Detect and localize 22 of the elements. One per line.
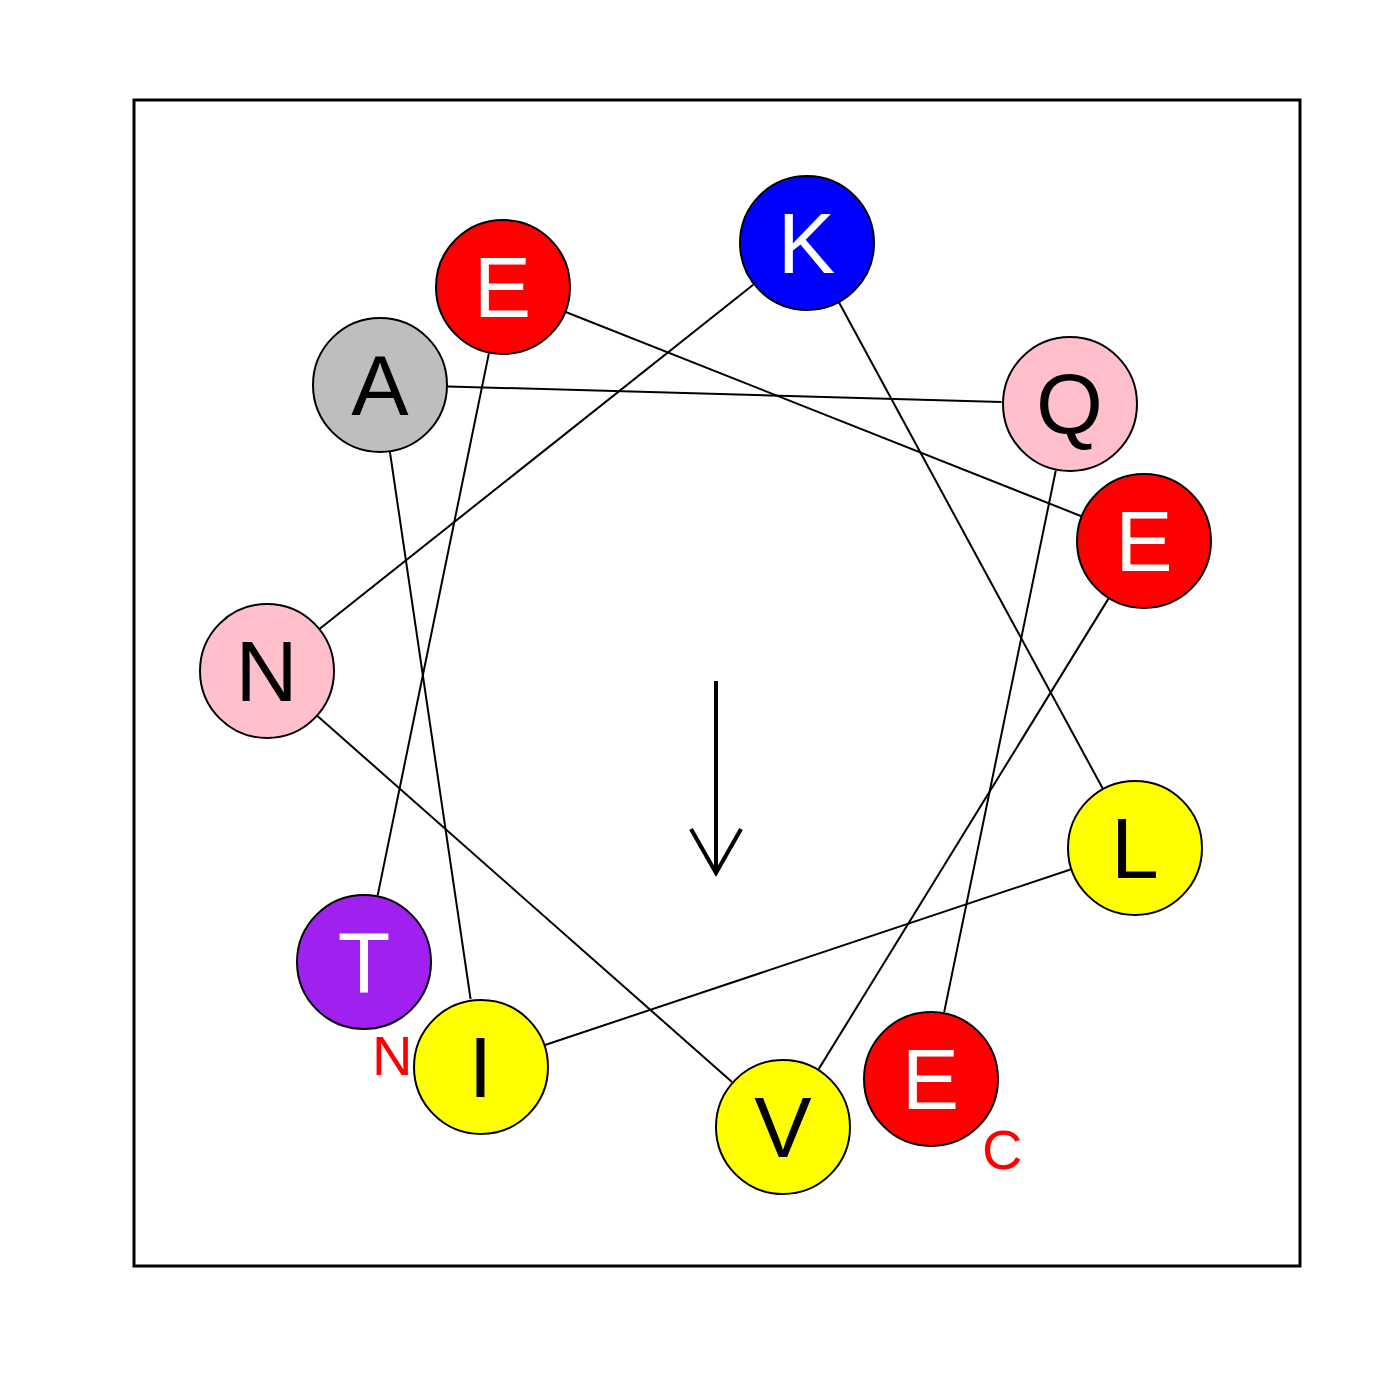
terminus-label: C: [982, 1122, 1023, 1178]
residue-letter: E: [473, 244, 532, 330]
connector-line: [446, 385, 1003, 404]
terminus-label: N: [372, 1028, 413, 1084]
connector-line: [388, 450, 472, 1001]
residue-letter: L: [1111, 805, 1159, 891]
connector-line: [318, 283, 755, 630]
residue-letter: K: [777, 199, 836, 286]
connector-line: [316, 715, 733, 1083]
residue-letter: N: [235, 628, 298, 714]
connector-line: [376, 352, 490, 897]
residue-letter: E: [1115, 498, 1173, 584]
connector-line: [837, 301, 1104, 790]
connector-line: [544, 868, 1072, 1046]
connector-line: [943, 469, 1057, 1013]
residue-letter: T: [337, 919, 391, 1005]
residue-letter: V: [754, 1084, 812, 1170]
connector-line: [564, 311, 1082, 517]
connector-line: [817, 597, 1110, 1071]
residue-letter: A: [351, 341, 409, 428]
residue-letter: I: [468, 1023, 493, 1110]
residue-letter: E: [901, 1035, 960, 1122]
